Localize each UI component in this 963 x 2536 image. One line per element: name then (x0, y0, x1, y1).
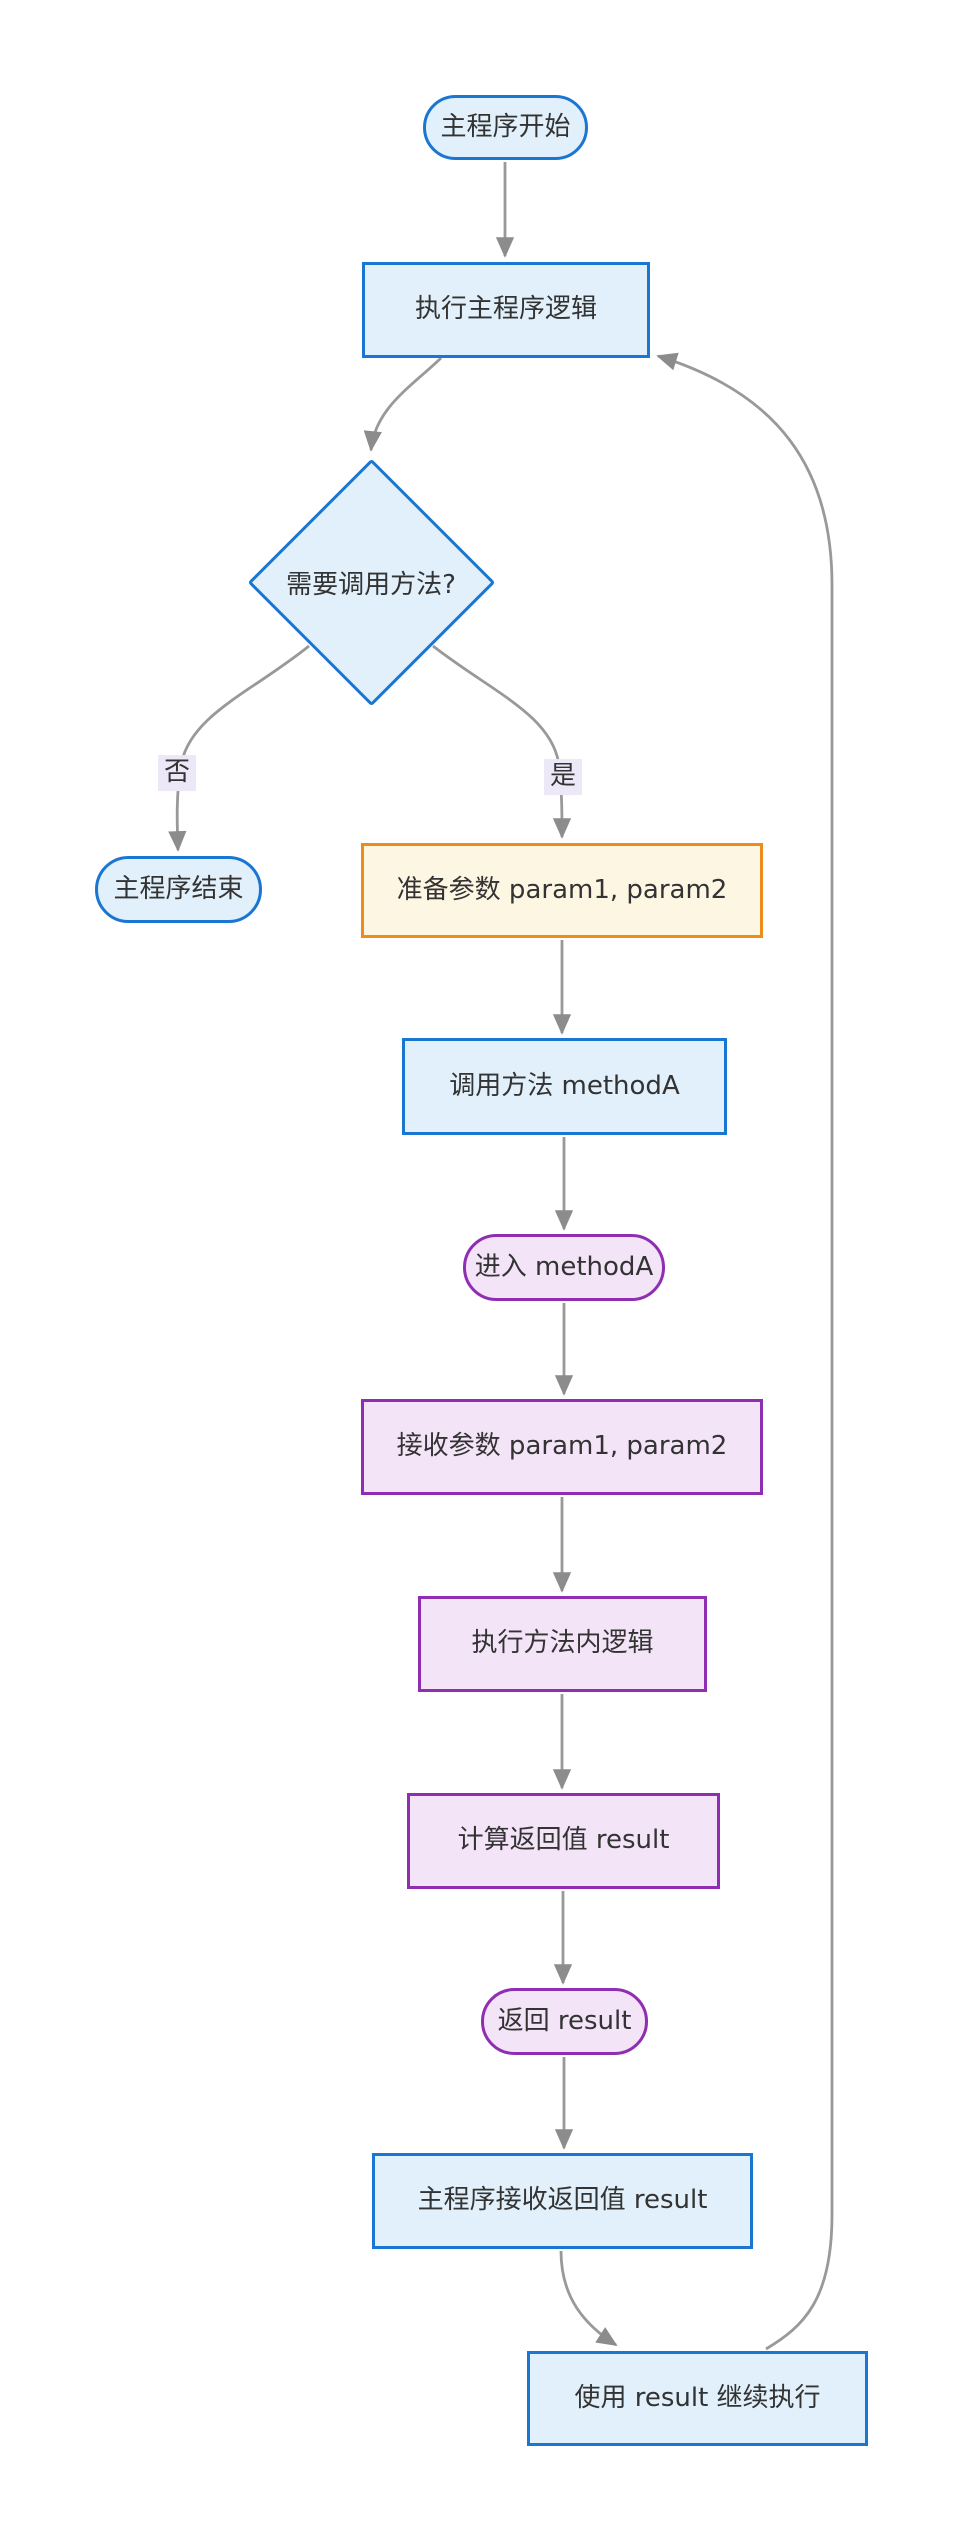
node-call-method-label: 调用方法 methodA (449, 1070, 680, 1101)
node-decision: 需要调用方法? (246, 563, 496, 601)
edge-decision-to-prepare (432, 644, 572, 839)
node-start: 主程序开始 (423, 95, 588, 160)
edge-label-no: 否 (157, 755, 197, 791)
edge-decision-to-main-end (168, 644, 310, 852)
node-continue-exec-label: 使用 result 继续执行 (574, 2382, 821, 2413)
node-main-receive-label: 主程序接收返回值 result (417, 2185, 708, 2216)
node-receive-params: 接收参数 param1, param2 (361, 1399, 763, 1495)
node-main-end: 主程序结束 (95, 856, 262, 923)
edge-main-receive-to-continue (559, 2250, 618, 2347)
node-enter-method-label: 进入 methodA (474, 1251, 654, 1282)
node-main-receive: 主程序接收返回值 result (372, 2153, 753, 2249)
node-main-end-label: 主程序结束 (113, 873, 244, 904)
node-main-logic: 执行主程序逻辑 (362, 262, 650, 358)
node-enter-method: 进入 methodA (463, 1234, 665, 1301)
node-start-label: 主程序开始 (440, 111, 571, 142)
node-main-logic-label: 执行主程序逻辑 (414, 294, 597, 325)
node-return-result-label: 返回 result (497, 2005, 632, 2036)
node-return-result: 返回 result (481, 1988, 648, 2055)
node-compute-return: 计算返回值 result (407, 1793, 720, 1889)
node-prepare-params-label: 准备参数 param1, param2 (396, 874, 728, 905)
edge-main-logic-to-decision (363, 356, 442, 452)
node-call-method: 调用方法 methodA (402, 1038, 727, 1135)
node-compute-return-label: 计算返回值 result (457, 1825, 670, 1856)
node-exec-method-logic-label: 执行方法内逻辑 (471, 1628, 654, 1659)
node-prepare-params: 准备参数 param1, param2 (361, 843, 763, 938)
node-receive-params-label: 接收参数 param1, param2 (396, 1431, 728, 1462)
node-continue-exec: 使用 result 继续执行 (527, 2351, 868, 2446)
node-decision-label: 需要调用方法? (286, 569, 456, 600)
edge-label-yes: 是 (543, 759, 583, 795)
edge-continue-loop-to-main-logic (656, 352, 834, 2351)
node-exec-method-logic: 执行方法内逻辑 (418, 1596, 707, 1692)
